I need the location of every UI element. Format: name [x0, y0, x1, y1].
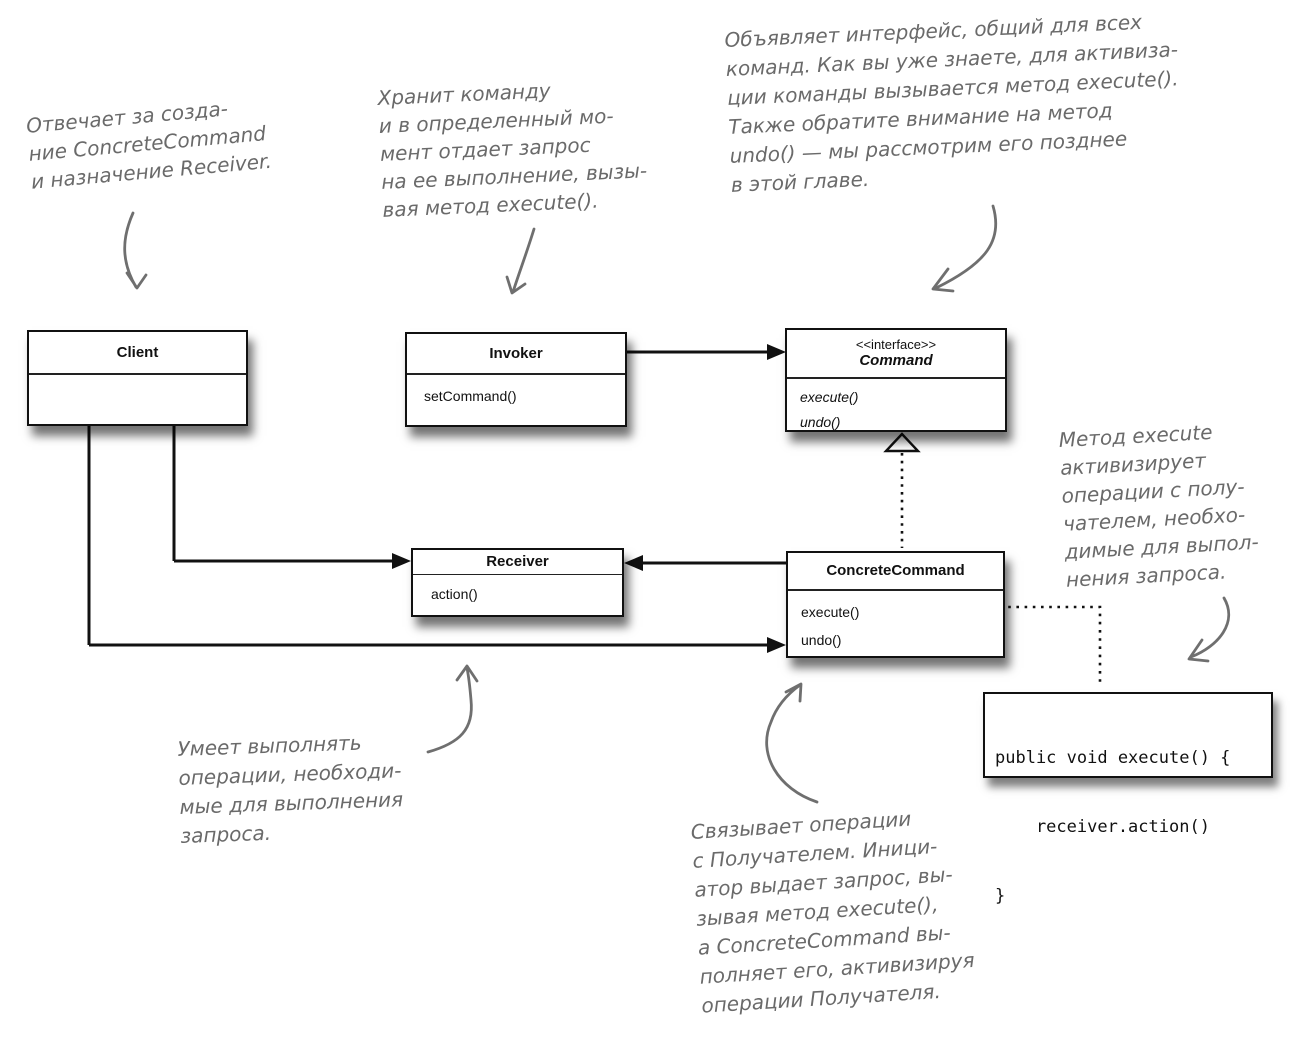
- method-concrete-undo: undo(): [801, 632, 842, 648]
- class-title-concretecommand: ConcreteCommand: [788, 553, 1003, 591]
- uml-arrowheads: [392, 344, 786, 653]
- class-title-command: <<interface>> Command: [787, 330, 1005, 379]
- code-line: }: [995, 886, 1006, 906]
- note-receiver: Умеет выполнять операции, необходи- мые …: [177, 727, 405, 851]
- method-command-undo: undo(): [800, 414, 841, 430]
- method-command-execute: execute(): [800, 389, 859, 405]
- method-action: action(): [431, 586, 478, 602]
- arrowhead-into-concretecommand: [767, 637, 786, 653]
- note-execute-method: Метод execute активизирует операции с по…: [1058, 416, 1261, 594]
- note-invoker: Хранит команду и в определенный мо- мент…: [377, 72, 649, 223]
- code-line: public void execute() {: [995, 748, 1231, 768]
- class-body-receiver: action(): [413, 575, 622, 602]
- class-body-invoker: setCommand(): [407, 375, 625, 404]
- class-body-concretecommand: execute() undo(): [788, 591, 1003, 654]
- note-concretecommand: Связывает операции с Получателем. Иници-…: [690, 801, 977, 1020]
- client-note-arrow-icon: [123, 211, 148, 290]
- class-box-command: <<interface>> Command execute() undo(): [785, 328, 1007, 432]
- arrowhead-into-command: [767, 344, 786, 360]
- class-title-receiver: Receiver: [413, 550, 622, 575]
- class-title-invoker: Invoker: [407, 334, 625, 375]
- class-body-client: [29, 375, 246, 423]
- hand-arrows: [123, 204, 1231, 804]
- note-command: Объявляет интерфейс, общий для всех кома…: [724, 6, 1184, 200]
- command-note-arrow-icon: [931, 204, 998, 293]
- class-body-command: execute() undo(): [787, 379, 1005, 435]
- class-box-concretecommand: ConcreteCommand execute() undo(): [786, 551, 1005, 658]
- arrowhead-into-receiver-right: [624, 555, 643, 571]
- concretecommand-note-arrow-icon: [765, 682, 819, 804]
- class-box-client: Client: [27, 330, 248, 426]
- method-concrete-execute: execute(): [801, 604, 860, 620]
- realization-triangle-icon: [883, 432, 921, 453]
- code-snippet-box: public void execute() { receiver.action(…: [983, 692, 1273, 906]
- uml-association-lines: [87, 350, 786, 647]
- receiver-note-arrow-icon: [426, 664, 479, 754]
- class-title-client: Client: [29, 332, 246, 375]
- code-line: receiver.action(): [995, 817, 1210, 837]
- invoker-note-arrow-icon: [505, 227, 536, 295]
- command-title-text: Command: [859, 352, 933, 370]
- class-box-receiver: Receiver action(): [411, 548, 624, 617]
- class-box-invoker: Invoker setCommand(): [405, 332, 627, 427]
- command-stereotype: <<interface>>: [855, 336, 937, 352]
- arrowhead-into-receiver-left: [392, 553, 411, 569]
- method-setcommand: setCommand(): [424, 388, 517, 404]
- execute-note-arrow-icon: [1187, 596, 1231, 663]
